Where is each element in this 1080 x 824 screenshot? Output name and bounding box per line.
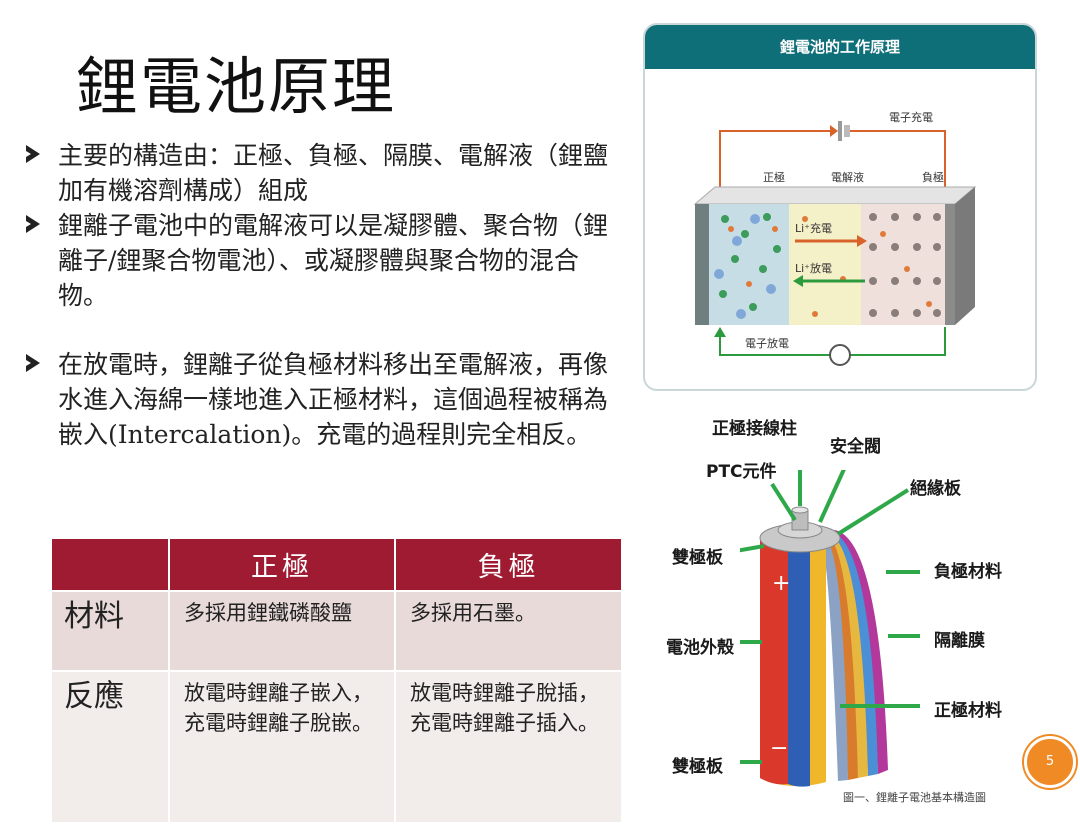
table-header-positive: 正極: [168, 537, 396, 592]
table-header-corner: [50, 537, 170, 592]
charge-arrow-icon: [830, 125, 838, 137]
li-discharge-label: Li⁺放電: [795, 261, 832, 275]
bullet-item: 在放電時，鋰離子從負極材料移出至電解液，再像水進入海綿一樣地進入正極材料，這個過…: [22, 347, 622, 452]
battery-cutaway-illustration: + −: [740, 470, 920, 787]
anode-region: [861, 204, 951, 325]
cathode-particles: [714, 214, 776, 319]
callout-lines: [740, 470, 920, 764]
bipolar-bottom-label: 雙極板: [672, 757, 723, 777]
left-arrow-icon: [793, 275, 803, 287]
electrolyte-region: [789, 204, 861, 325]
table-cell: 多採用鋰鐵磷酸鹽: [168, 590, 396, 672]
discharge-label: 電子放電: [745, 336, 789, 350]
plus-icon: +: [772, 571, 790, 596]
discharge-wire: [719, 329, 830, 356]
case-label: 電池外殼: [666, 638, 734, 658]
table-header-negative: 負極: [394, 537, 623, 592]
cell-top: [693, 186, 977, 205]
cathode-collector: [695, 204, 709, 325]
arrow-bullet-icon: [26, 354, 40, 372]
electrolyte-label: 電解液: [831, 170, 864, 184]
table-cell: 放電時鋰離子脫插， 充電時鋰離子插入。: [394, 670, 623, 824]
row-label: 反應: [50, 670, 170, 824]
bullet-text: 主要的構造由：正極、負極、隔膜、電解液（鋰鹽加有機溶劑構成）組成: [58, 141, 609, 205]
charge-wire: [719, 130, 830, 209]
charge-label: 電子充電: [889, 110, 933, 124]
bullet-list: 主要的構造由：正極、負極、隔膜、電解液（鋰鹽加有機溶劑構成）組成 鋰離子電池中的…: [22, 138, 622, 452]
table-row: 材料 多採用鋰鐵磷酸鹽 多採用石墨。: [50, 590, 623, 672]
lithium-ions: [728, 216, 932, 317]
cathode-label: 正極: [763, 170, 785, 184]
bulb-icon: [829, 344, 851, 366]
anode-particles: [869, 213, 941, 317]
charge-wire: [850, 130, 946, 209]
cathode-region: [709, 204, 789, 325]
cathode-material-label: 正極材料: [934, 701, 1002, 721]
right-arrow-icon: [857, 235, 867, 247]
discharge-wire: [850, 327, 946, 356]
terminal-label: 正極接線柱: [712, 419, 797, 439]
li-charge-label: Li⁺充電: [795, 221, 832, 235]
table-cell: 放電時鋰離子嵌入， 充電時鋰離子脫嵌。: [168, 670, 396, 824]
electrode-layers: [822, 530, 888, 781]
terminal-icon: [791, 506, 809, 514]
up-arrow-icon: [714, 327, 726, 337]
separator-label: 隔離膜: [934, 631, 985, 651]
bipolar-top-label: 雙極板: [672, 548, 723, 568]
cell-side: [955, 187, 975, 325]
bullet-item: 鋰離子電池中的電解液可以是凝膠體、聚合物（鋰離子/鋰聚合物電池）、或凝膠體與聚合…: [22, 208, 622, 313]
arrow-bullet-icon: [26, 145, 40, 163]
charger-icon: [844, 125, 850, 137]
charger-icon: [838, 121, 842, 141]
ptc-label: PTC元件: [706, 462, 777, 482]
insulator-label: 絕緣板: [910, 479, 961, 499]
comparison-table: 正極 負極 材料 多採用鋰鐵磷酸鹽 多採用石墨。 反應 放電時鋰離子嵌入， 充電…: [50, 537, 623, 824]
slide-title: 鋰電池原理: [76, 50, 397, 123]
table-header-row: 正極 負極: [50, 537, 623, 592]
anode-collector: [945, 204, 955, 325]
table-row: 反應 放電時鋰離子嵌入， 充電時鋰離子脫嵌。 放電時鋰離子脫插， 充電時鋰離子插…: [50, 670, 623, 824]
battery-can-stripe: [788, 531, 810, 787]
safety-valve-label: 安全閥: [830, 437, 881, 457]
figure-caption: 圖一、鋰離子電池基本構造圖: [843, 791, 986, 804]
battery-can-stripe: [760, 531, 788, 785]
row-label: 材料: [50, 590, 170, 672]
bullet-text: 在放電時，鋰離子從負極材料移出至電解液，再像水進入海綿一樣地進入正極材料，這個過…: [58, 350, 609, 449]
bullet-item: 主要的構造由：正極、負極、隔膜、電解液（鋰鹽加有機溶劑構成）組成: [22, 138, 622, 208]
anode-label: 負極: [922, 170, 944, 184]
bullet-text: 鋰離子電池中的電解液可以是凝膠體、聚合物（鋰離子/鋰聚合物電池）、或凝膠體與聚合…: [58, 211, 609, 310]
working-principle-diagram: 鋰電池的工作原理 電子充電 正極 電解液 負極: [643, 23, 1037, 391]
minus-icon: −: [770, 736, 788, 761]
arrow-bullet-icon: [26, 215, 40, 233]
anode-material-label: 負極材料: [934, 562, 1002, 582]
diagram-title: 鋰電池的工作原理: [645, 25, 1035, 69]
diagram-illustration: 電子充電 正極 電解液 負極: [693, 110, 977, 366]
table-cell: 多採用石墨。: [394, 590, 623, 672]
cathode-particles: [719, 213, 781, 311]
page-number-badge: 5: [1024, 736, 1076, 788]
